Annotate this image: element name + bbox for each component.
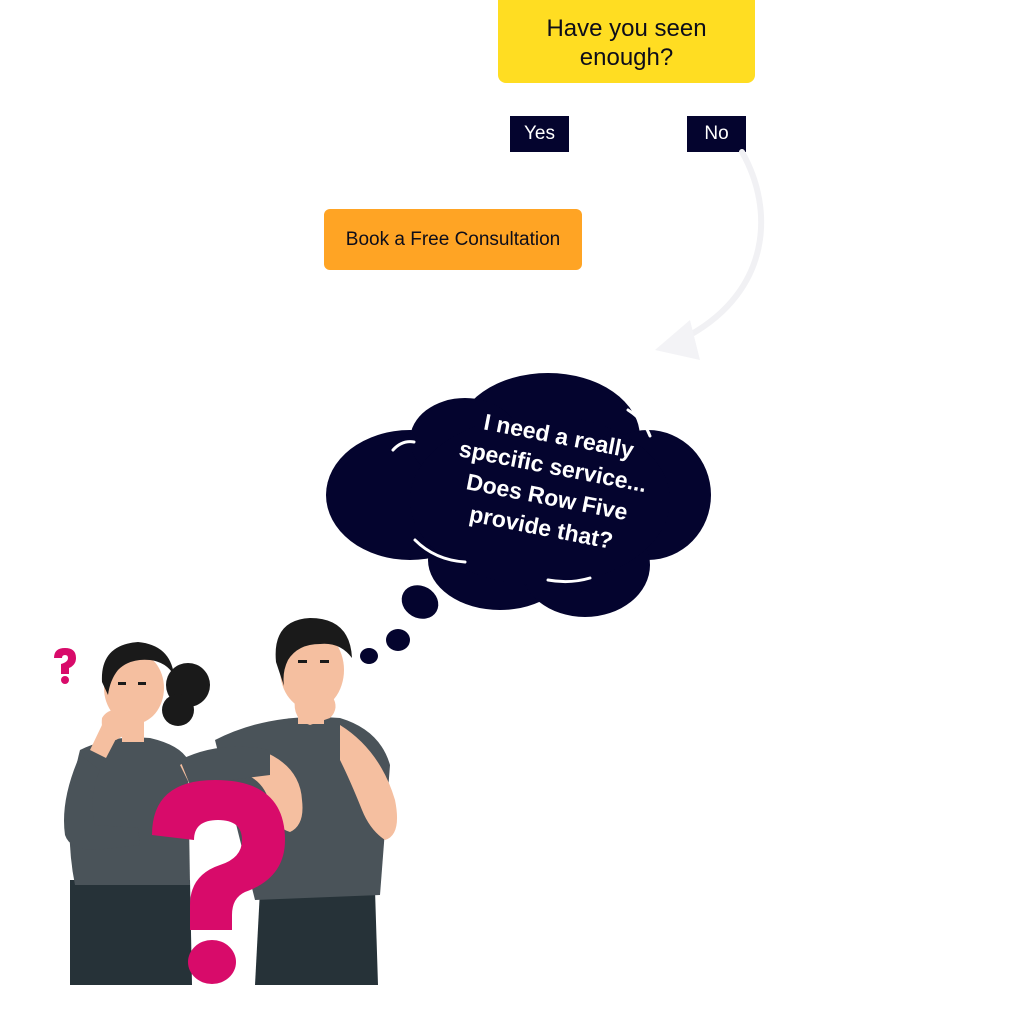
thought-bubble-dot-small [360, 648, 378, 664]
yes-button[interactable]: Yes [510, 116, 569, 152]
book-consultation-button[interactable]: Book a Free Consultation [324, 209, 582, 270]
question-mark-icon [54, 648, 76, 684]
thought-bubble-dot-large [401, 585, 439, 619]
no-button[interactable]: No [687, 116, 746, 152]
question-heading: Have you seen enough? [498, 0, 755, 83]
thought-bubble-dot-medium [386, 629, 410, 651]
woman-figure [64, 642, 210, 985]
people-illustration [54, 618, 398, 985]
large-question-mark-icon [152, 780, 285, 984]
